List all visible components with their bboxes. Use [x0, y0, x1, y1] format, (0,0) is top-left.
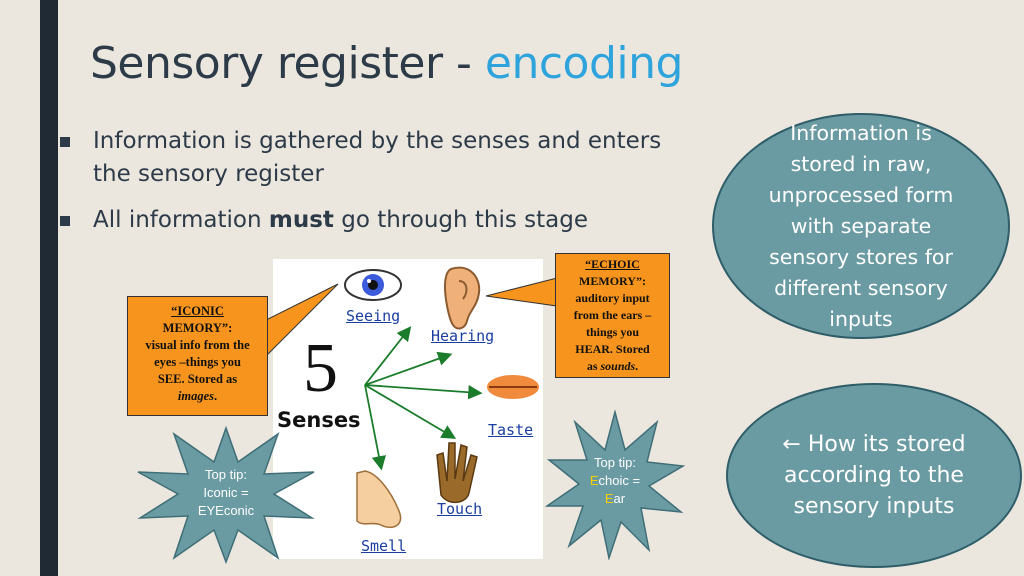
lips-icon — [487, 375, 539, 399]
side-accent-bar — [40, 0, 58, 576]
oval-top-line: Information is — [790, 120, 932, 145]
tip-highlight-letter: E — [604, 491, 614, 506]
echoic-emphasis: sounds — [600, 359, 636, 373]
bullet-2: All information must go through this sta… — [60, 204, 720, 239]
oval-top-line: with separate — [790, 213, 932, 238]
hand-icon — [436, 442, 478, 504]
tip-right-line: Echoic = — [573, 472, 657, 490]
oval-top-line: unprocessed form — [768, 182, 954, 207]
info-oval-top: Information is stored in raw, unprocesse… — [712, 113, 1010, 339]
oval-top-line: inputs — [829, 306, 893, 331]
info-oval-bottom: ← How its stored according to the sensor… — [726, 383, 1022, 568]
label-hearing: Hearing — [431, 327, 495, 345]
oval-bottom-line: according to the — [784, 463, 964, 488]
iconic-emphasis: images — [177, 389, 214, 403]
oval-bottom-line: ← How its stored — [782, 432, 966, 457]
iconic-line: MEMORY”: — [162, 321, 233, 335]
iconic-line: SEE. Stored as — [157, 372, 238, 386]
echoic-line: things you — [585, 325, 640, 339]
tip-left-text: Top tip: Iconic = EYEconic — [186, 466, 266, 520]
bullet-1-line-2: the sensory register — [93, 161, 324, 187]
iconic-line: eyes –things you — [154, 355, 241, 369]
echoic-line: from the ears – — [573, 308, 652, 322]
oval-bottom-line: sensory inputs — [793, 494, 955, 519]
bullet-2-text: All information must go through this sta… — [93, 204, 588, 237]
oval-top-line: sensory stores for — [769, 244, 953, 269]
echoic-line: auditory input — [575, 291, 650, 305]
echoic-pre: as — [586, 359, 601, 373]
bullet-2-post: go through this stage — [333, 207, 589, 233]
echoic-suffix: . — [635, 359, 639, 373]
oval-top-line: stored in raw, — [790, 151, 932, 176]
label-taste: Taste — [488, 421, 534, 439]
title-accent: encoding — [484, 38, 684, 89]
tip-highlight-letter: E — [589, 473, 599, 488]
nose-icon — [356, 470, 402, 529]
label-smell: Smell — [361, 537, 407, 555]
five-senses-diagram: 5 Senses Seeing Hearing Taste Touch Smel… — [273, 259, 543, 559]
ear-icon — [443, 266, 481, 330]
bullet-square-icon — [60, 137, 70, 147]
top-tip-star-right: Top tip: Echoic = Ear — [544, 409, 686, 561]
slide-title: Sensory register - encoding — [90, 38, 683, 89]
echoic-line: MEMORY”: — [579, 274, 646, 288]
echoic-memory-callout: “ECHOIC MEMORY”: auditory input from the… — [555, 253, 670, 378]
label-touch: Touch — [437, 500, 483, 518]
tip-left-line: Top tip: — [205, 467, 247, 482]
tip-right-word: ar — [613, 491, 626, 506]
iconic-line-last: images. — [128, 388, 267, 405]
iconic-suffix: . — [213, 389, 218, 403]
iconic-memory-callout: “ICONIC MEMORY”: visual info from the ey… — [127, 296, 268, 416]
star-burst-icon — [544, 409, 686, 561]
iconic-line: “ICONIC — [171, 304, 224, 318]
iconic-line: visual info from the — [145, 338, 250, 352]
title-main: Sensory register - — [90, 38, 485, 89]
bullet-square-icon — [60, 216, 70, 226]
label-seeing: Seeing — [346, 307, 401, 325]
star-burst-icon — [137, 425, 315, 565]
bullet-1: Information is gathered by the senses an… — [60, 125, 720, 195]
echoic-line: “ECHOIC — [585, 257, 640, 271]
echoic-line: HEAR. Stored — [575, 342, 650, 356]
bullet-2-emphasis: must — [268, 207, 334, 233]
top-tip-star-left: Top tip: Iconic = EYEconic — [136, 425, 316, 565]
eye-icon — [344, 269, 402, 301]
senses-number: 5 — [303, 330, 338, 407]
echoic-line-last: as sounds. — [556, 358, 669, 375]
tip-left-line: Iconic = — [203, 485, 249, 500]
tip-left-line: EYEconic — [197, 503, 255, 518]
oval-top-line: different sensory — [774, 275, 948, 300]
sense-arrows — [364, 326, 483, 471]
bullet-1-line-1: Information is gathered by the senses an… — [93, 128, 662, 154]
tip-right-line: Top tip: — [594, 455, 636, 470]
tip-right-text: Top tip: Echoic = Ear — [573, 454, 657, 508]
senses-svg: 5 Senses — [277, 266, 539, 529]
senses-word: Senses — [277, 408, 361, 432]
bullet-2-pre: All information — [93, 207, 269, 233]
tip-right-line: Ear — [573, 490, 657, 508]
tip-right-word: choic = — [598, 473, 641, 488]
